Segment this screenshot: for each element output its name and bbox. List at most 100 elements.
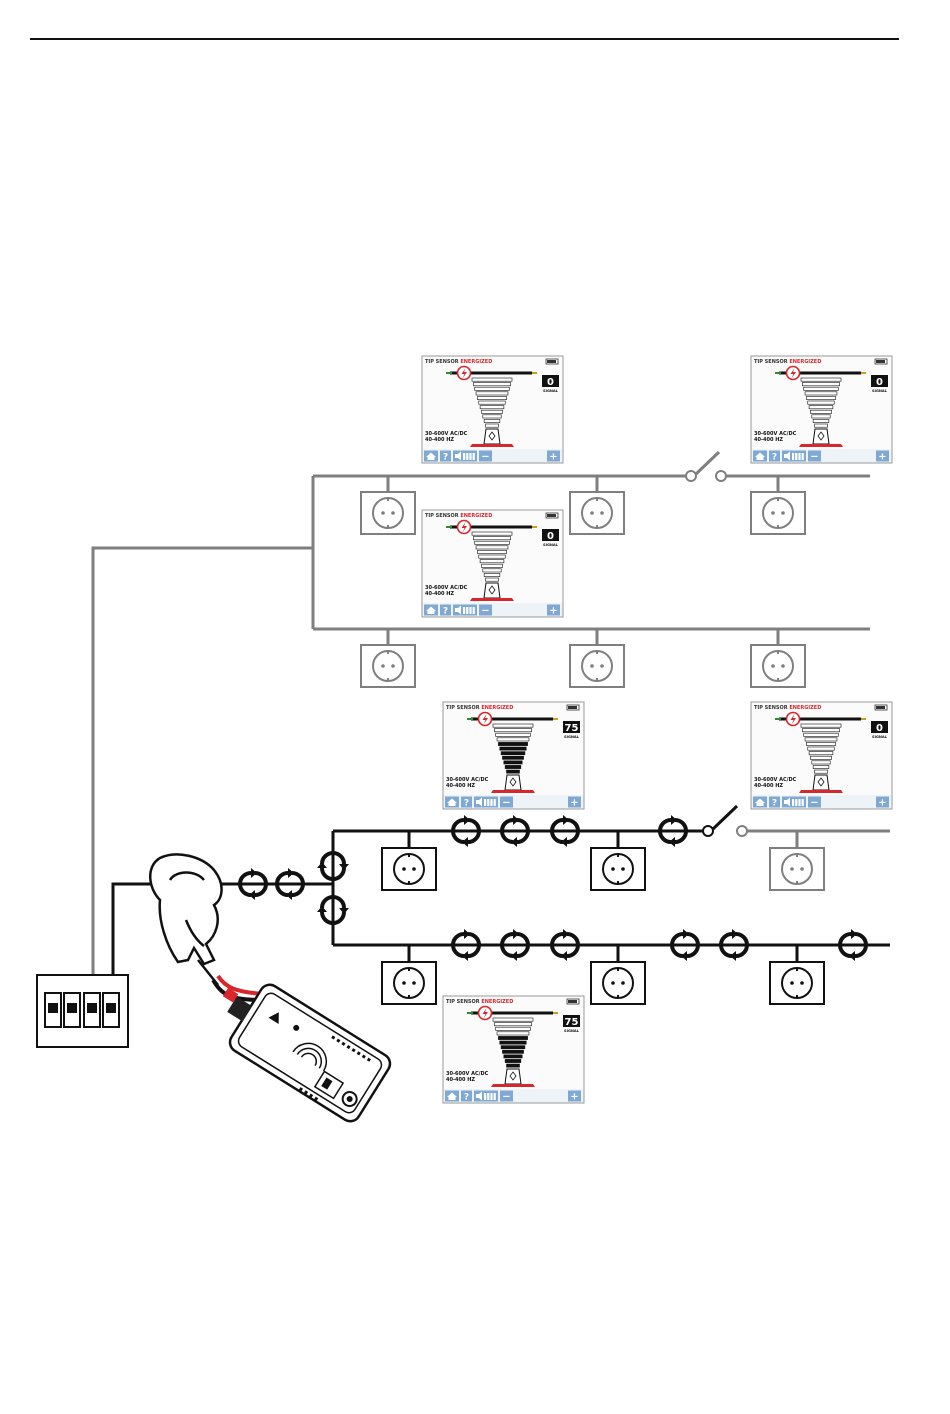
signal-label: SIGNAL bbox=[543, 543, 559, 547]
signal-bar bbox=[806, 742, 836, 746]
lightning-bolt bbox=[461, 522, 467, 533]
volume-bar bbox=[795, 453, 798, 460]
volume-bar bbox=[795, 799, 798, 806]
home-icon bbox=[755, 798, 765, 806]
signal-bar bbox=[485, 423, 499, 428]
minus-button bbox=[479, 450, 492, 462]
frequency-range: 40-400 HZ bbox=[754, 437, 783, 443]
signal-bar bbox=[479, 405, 505, 410]
volume-bar bbox=[490, 1093, 493, 1100]
speaker-icon bbox=[476, 1091, 482, 1101]
speaker-icon bbox=[784, 451, 790, 461]
help-icon: ? bbox=[772, 453, 777, 463]
volume-bar bbox=[466, 607, 469, 614]
signal-bar bbox=[474, 540, 510, 545]
plus-button bbox=[568, 796, 581, 808]
lightning-bolt bbox=[790, 368, 796, 379]
signal-bar bbox=[496, 1031, 530, 1036]
voltage-range: 30-600V AC/DC bbox=[446, 1071, 489, 1077]
probe-base bbox=[491, 790, 535, 793]
outlet-icon bbox=[381, 847, 437, 891]
lightning-bolt bbox=[790, 714, 796, 725]
plus-button bbox=[568, 1090, 581, 1102]
signal-bar bbox=[504, 765, 522, 769]
lightning-bolt bbox=[482, 1008, 488, 1019]
signal-label: SIGNAL bbox=[564, 1029, 580, 1033]
title-status: ENERGIZED bbox=[481, 999, 513, 1005]
signal-bar bbox=[808, 405, 834, 410]
minus-button bbox=[500, 796, 513, 808]
frequency-range: 40-400 HZ bbox=[446, 1077, 475, 1083]
title-status: ENERGIZED bbox=[789, 705, 821, 711]
signal-bar bbox=[483, 573, 501, 577]
battery-level bbox=[568, 1000, 577, 1003]
battery-level bbox=[568, 706, 577, 709]
lightning-bolt bbox=[461, 368, 467, 379]
frequency-range: 40-400 HZ bbox=[425, 437, 454, 443]
outlet-icon bbox=[750, 644, 806, 688]
probe-base bbox=[470, 444, 514, 447]
minus-icon: − bbox=[481, 452, 489, 463]
signal-bar bbox=[800, 377, 842, 382]
battery-level bbox=[547, 360, 556, 363]
help-button bbox=[769, 450, 780, 462]
home-icon bbox=[447, 798, 457, 806]
outlet-icon bbox=[590, 961, 646, 1005]
volume-bar bbox=[801, 453, 804, 460]
signal-bar bbox=[500, 1045, 526, 1050]
outlet-icon bbox=[590, 847, 646, 891]
volume-bar bbox=[484, 1093, 487, 1100]
battery-level bbox=[876, 360, 885, 363]
minus-icon: − bbox=[810, 798, 818, 809]
home-icon bbox=[426, 606, 436, 614]
signal-bar bbox=[802, 382, 840, 387]
breaker-panel-icon bbox=[36, 974, 129, 1048]
volume-bar bbox=[493, 1093, 496, 1100]
help-button bbox=[461, 1090, 472, 1102]
signal-label: SIGNAL bbox=[543, 389, 559, 393]
signal-box bbox=[542, 529, 559, 541]
signal-bar bbox=[473, 382, 511, 387]
screen-title: TIP SENSOR ENERGIZED bbox=[754, 705, 821, 711]
volume-bar bbox=[463, 607, 466, 614]
signal-label: SIGNAL bbox=[564, 735, 580, 739]
volume-bar bbox=[487, 799, 490, 806]
help-icon: ? bbox=[464, 799, 469, 809]
probe-diamond bbox=[488, 431, 496, 441]
switch-contact bbox=[702, 825, 714, 837]
outlet-icon bbox=[360, 644, 416, 688]
volume-bar bbox=[490, 799, 493, 806]
signal-box bbox=[871, 721, 888, 733]
help-button bbox=[440, 604, 451, 616]
signal-bar bbox=[810, 755, 832, 760]
signal-bar bbox=[475, 545, 509, 550]
probe-base bbox=[799, 444, 843, 447]
volume-bar bbox=[487, 1093, 490, 1100]
signal-bar bbox=[812, 419, 830, 423]
signal-label: SIGNAL bbox=[872, 389, 888, 393]
title-status: ENERGIZED bbox=[789, 359, 821, 365]
plus-icon: + bbox=[878, 452, 886, 463]
signal-bar bbox=[807, 400, 835, 405]
lower-circuit bbox=[111, 804, 890, 975]
signal-bar bbox=[482, 414, 502, 419]
title-status: ENERGIZED bbox=[481, 705, 513, 711]
signal-bar bbox=[803, 386, 839, 391]
signal-bar bbox=[500, 751, 526, 756]
voltage-range: 30-600V AC/DC bbox=[754, 777, 797, 783]
volume-bar bbox=[792, 453, 795, 460]
signal-value: 0 bbox=[547, 377, 554, 388]
signal-box bbox=[871, 375, 888, 387]
minus-button bbox=[808, 796, 821, 808]
voltage-range: 30-600V AC/DC bbox=[446, 777, 489, 783]
signal-bar bbox=[807, 746, 835, 751]
volume-bar bbox=[792, 799, 795, 806]
title-prefix: TIP SENSOR bbox=[446, 705, 481, 711]
help-icon: ? bbox=[464, 1093, 469, 1103]
speaker-icon bbox=[455, 605, 461, 615]
signal-bar bbox=[499, 746, 527, 751]
